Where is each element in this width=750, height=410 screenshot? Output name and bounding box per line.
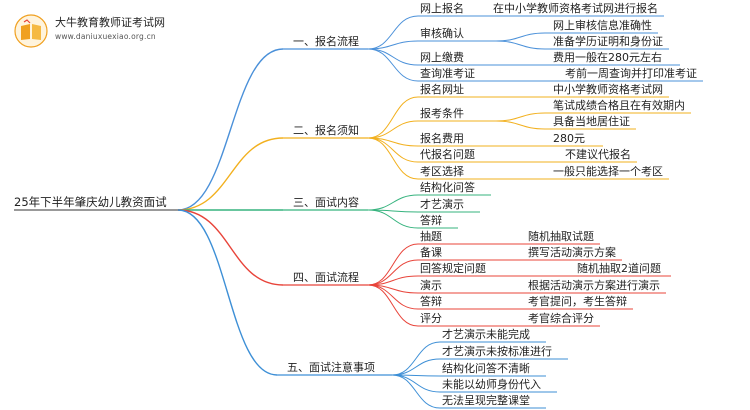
brand-url: www.daniuxuexiao.org.cn	[55, 32, 156, 41]
branch-1-item-2-link	[367, 40, 419, 50]
branch-4-item-5-label: 答辩	[420, 295, 442, 308]
branch-5-label: 五、面试注意事项	[287, 361, 375, 374]
branch-4-item-3-label: 回答规定问题	[420, 262, 486, 275]
branch-5-item-2-label: 才艺演示未按标准进行	[442, 345, 552, 358]
branch-3-item-3-label: 答辩	[420, 214, 442, 227]
branch-2-item-1-label: 报名网址	[420, 83, 464, 96]
branch-2-item-2-detail-1-link	[495, 112, 546, 122]
branch-2-item-5-label: 考区选择	[420, 165, 464, 178]
branch-1-item-2-label: 审核确认	[420, 27, 464, 40]
branch-2-item-2-detail-2: 具备当地居住证	[553, 115, 630, 128]
branch-2-item-4-detail: 不建议代报名	[565, 148, 631, 161]
branch-2-item-1-link	[367, 96, 419, 139]
branch-2-item-2-label: 报考条件	[420, 107, 464, 120]
branch-5-item-2-link	[391, 358, 441, 376]
branch-1-item-4-detail: 考前一周查询并打印准考证	[565, 67, 697, 80]
branch-5-item-1-link	[391, 341, 441, 376]
branch-3-item-1-link	[367, 194, 419, 211]
branch-1-item-1-detail: 在中小学教师资格考试网进行报名	[493, 2, 658, 15]
branch-2-item-5-link	[367, 137, 419, 180]
branch-1-item-4-link	[367, 48, 419, 82]
branch-4-item-2-label: 备课	[420, 246, 442, 259]
branch-4-item-6-label: 评分	[420, 312, 442, 325]
branch-5-item-4-label: 未能以幼师身份代入	[442, 378, 541, 391]
branch-5-item-3-label: 结构化问答不清晰	[442, 362, 530, 375]
branch-4-item-6-detail: 考官综合评分	[528, 312, 594, 325]
open-book-icon	[14, 14, 48, 48]
branch-2-link	[177, 137, 284, 211]
branch-5-link	[177, 209, 278, 376]
branch-4-item-1-link	[367, 243, 419, 286]
branch-4-item-1-detail: 随机抽取试题	[528, 230, 594, 243]
branch-4-item-6-link	[367, 284, 419, 327]
branch-5-item-5-link	[391, 374, 441, 409]
branch-3-label: 三、面试内容	[293, 196, 359, 209]
branch-1-item-3-label: 网上缴费	[420, 51, 464, 64]
branch-1-item-2-detail-1: 网上审核信息准确性	[553, 19, 652, 32]
branch-5-item-5-label: 无法呈现完整课堂	[442, 394, 530, 407]
root-topic: 25年下半年肇庆幼儿教资面试	[14, 195, 167, 209]
branch-1-link	[177, 48, 284, 211]
branch-4-label: 四、面试流程	[293, 271, 359, 284]
branch-2-item-1-detail: 中小学教师资格考试网	[553, 83, 663, 96]
branch-1-item-1-link	[367, 15, 419, 50]
branch-2-item-5-detail: 一般只能选择一个考区	[553, 165, 663, 178]
branch-4-item-1-label: 抽题	[420, 230, 442, 243]
branch-4-item-4-detail: 根据活动演示方案进行演示	[528, 279, 660, 292]
branch-5-item-4-link	[391, 374, 441, 393]
brand-title: 大牛教育教师证考试网	[55, 16, 165, 29]
branch-3-item-1-label: 结构化问答	[420, 181, 475, 194]
branch-1-item-1-label: 网上报名	[420, 2, 464, 15]
branch-2-item-4-label: 代报名问题	[420, 148, 475, 161]
branch-2-item-2-link	[367, 120, 419, 139]
branch-5-item-1-label: 才艺演示未能完成	[442, 328, 530, 341]
branch-1-item-2-detail-2: 准备学历证明和身份证	[553, 35, 663, 48]
branch-1-item-4-label: 查询准考证	[420, 67, 475, 80]
branch-4-item-3-detail: 随机抽取2道问题	[577, 262, 661, 275]
branch-2-item-3-detail: 280元	[553, 132, 585, 145]
branch-1-item-3-link	[367, 48, 419, 66]
branch-2-label: 二、报名须知	[293, 124, 359, 137]
branch-2-item-2-detail-2-link	[495, 120, 546, 130]
branch-3-item-3-link	[367, 209, 419, 229]
branch-2-item-2-detail-1: 笔试成绩合格且在有效期内	[553, 99, 685, 112]
branch-1-item-2-detail-2-link	[495, 40, 546, 50]
branch-4-link	[177, 209, 284, 286]
branch-2-item-3-label: 报名费用	[420, 132, 464, 145]
branch-1-item-2-detail-1-link	[495, 32, 546, 42]
branch-1-item-3-detail: 费用一般在280元左右	[553, 51, 662, 64]
branch-4-item-2-detail: 撰写活动演示方案	[528, 246, 616, 259]
branch-4-item-5-detail: 考官提问，考生答辩	[528, 295, 627, 308]
branch-1-label: 一、报名流程	[293, 35, 359, 48]
branch-3-item-2-label: 才艺演示	[420, 198, 464, 211]
branch-4-item-4-label: 演示	[420, 279, 442, 292]
